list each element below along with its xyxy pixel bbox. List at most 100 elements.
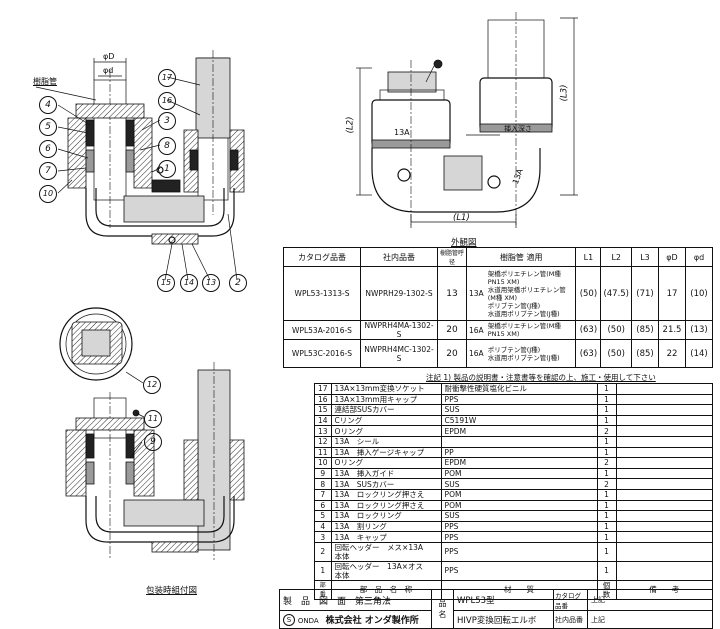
part-number: 6 xyxy=(314,499,332,512)
spec-catalog: WPL53A-2016-S xyxy=(283,320,361,340)
packaging-view-caption: 包装時組付図 xyxy=(146,586,198,596)
spec-l2: (47.5) xyxy=(600,266,632,321)
balloon-15: 15 xyxy=(157,274,175,292)
projection-text: 第三角法 xyxy=(354,596,391,607)
part-remarks xyxy=(615,478,714,490)
spec-size: 13A xyxy=(465,266,486,321)
spec-l1: (63) xyxy=(575,320,602,340)
spec-row: WPL53-1313-S NWPRH29-1302-S 13 13A 架橋ポリエ… xyxy=(283,266,713,321)
resin-pipe-label: 樹脂管 xyxy=(33,77,57,86)
spec-l3: (85) xyxy=(631,339,659,368)
part-name: Oリング xyxy=(330,425,442,437)
balloon-10: 10 xyxy=(39,185,57,203)
part-name: 13A ロックリング押さえ xyxy=(330,488,442,501)
part-name: 13A 挿入ゲージキャップ xyxy=(330,446,442,459)
spec-header-l1: L1 xyxy=(575,247,602,267)
part-qty: 2 xyxy=(596,478,617,490)
balloon-3: 3 xyxy=(158,112,176,130)
spec-internal: NWPRH4MA-1302-S xyxy=(360,320,438,340)
usage-note: 注記 1) 製品の説明書・注意書等を確認の上、施工・使用して下さい xyxy=(426,373,656,382)
spec-header-nominal: 樹脂管呼径 xyxy=(437,247,467,267)
spec-nominal: 13 xyxy=(437,266,467,321)
spec-table: カタログ品番 社内品番 樹脂管呼径 樹脂管 適用 L1 L2 L3 φD φd … xyxy=(283,247,713,368)
part-number: 14 xyxy=(314,414,332,427)
part-name: 回転ヘッダー 13A×オス 本体 xyxy=(330,560,442,581)
spec-header-applicable: 樹脂管 適用 xyxy=(465,247,577,267)
part-qty: 1 xyxy=(596,393,617,406)
balloon-4: 4 xyxy=(39,96,57,114)
balloon-6: 6 xyxy=(39,140,57,158)
balloon-17: 17 xyxy=(158,69,176,87)
phi-d-outer-label: φD xyxy=(103,52,115,61)
logo-text: ONDA xyxy=(297,616,319,625)
part-material: EPDM xyxy=(440,425,598,437)
section-view-assembly xyxy=(67,50,245,245)
balloon-7: 7 xyxy=(39,162,57,180)
part-material: POM xyxy=(440,499,598,512)
part-qty: 1 xyxy=(596,488,617,501)
balloon-1: 1 xyxy=(158,160,176,178)
part-number: 2 xyxy=(314,541,332,562)
part-material: PPS xyxy=(440,520,598,533)
part-qty: 1 xyxy=(596,560,617,581)
product-model: WPL53型 xyxy=(453,589,554,611)
spec-phi-d-inner: (14) xyxy=(685,339,713,368)
catalog-value: 上記 xyxy=(587,589,713,611)
spec-applicable: 架橋ポリエチレン管(M種 PN15 XM) xyxy=(485,320,577,340)
spec-catalog: WPL53C-2016-S xyxy=(283,339,361,368)
part-qty: 1 xyxy=(596,499,617,512)
insert-depth-label: 挿入深さ xyxy=(504,125,532,133)
spec-nominal: 20 xyxy=(437,320,467,340)
part-remarks xyxy=(615,425,714,437)
spec-l3: (71) xyxy=(631,266,659,321)
part-material: SUS xyxy=(440,510,598,522)
part-material: SUS xyxy=(440,404,598,416)
part-remarks xyxy=(615,457,714,469)
spec-l2: (50) xyxy=(600,320,632,340)
balloon-13: 13 xyxy=(202,274,220,292)
spec-phi-d-outer: 17 xyxy=(658,266,686,321)
spec-applicable: 架橋ポリエチレン管(M種 PN15 XM) 水道用架橋ポリエチレン管(M種 XM… xyxy=(485,266,577,321)
part-name: 13A シール xyxy=(330,435,442,448)
catalog-label: カタログ品番 xyxy=(553,589,588,611)
spec-header-l2: L2 xyxy=(600,247,632,267)
balloon-8: 8 xyxy=(158,137,176,155)
spec-header-internal: 社内品番 xyxy=(360,247,438,267)
exterior-view xyxy=(356,12,578,228)
part-qty: 2 xyxy=(596,425,617,437)
spec-table-header: カタログ品番 社内品番 樹脂管呼径 樹脂管 適用 L1 L2 L3 φD φd xyxy=(283,247,713,267)
balloon-11: 11 xyxy=(144,410,162,428)
part-remarks xyxy=(615,541,714,562)
part-number: 8 xyxy=(314,478,332,490)
part-number: 11 xyxy=(314,446,332,459)
part-name: 13A×13mm用キャップ xyxy=(330,393,442,406)
balloon-16: 16 xyxy=(158,92,176,110)
spec-l3: (85) xyxy=(631,320,659,340)
part-number: 3 xyxy=(314,531,332,543)
spec-internal: NWPRH29-1302-S xyxy=(360,266,438,321)
part-qty: 1 xyxy=(596,383,617,395)
part-qty: 1 xyxy=(596,541,617,562)
balloon-9: 9 xyxy=(144,433,162,451)
company-name: 株式会社 オンダ製作所 xyxy=(325,615,419,626)
part-number: 16 xyxy=(314,393,332,406)
part-number: 9 xyxy=(314,467,332,480)
product-label: 品 名 xyxy=(431,589,455,629)
phi-d-inner-label: φd xyxy=(103,66,114,75)
spec-size: 16A xyxy=(465,320,486,340)
part-name: 13A ロックリング xyxy=(330,510,442,522)
part-remarks xyxy=(615,467,714,480)
part-remarks xyxy=(615,520,714,533)
balloon-14: 14 xyxy=(180,274,198,292)
spec-applicable: ポリブテン管(J種) 水道用ポリブテン管(J種) xyxy=(485,339,577,368)
